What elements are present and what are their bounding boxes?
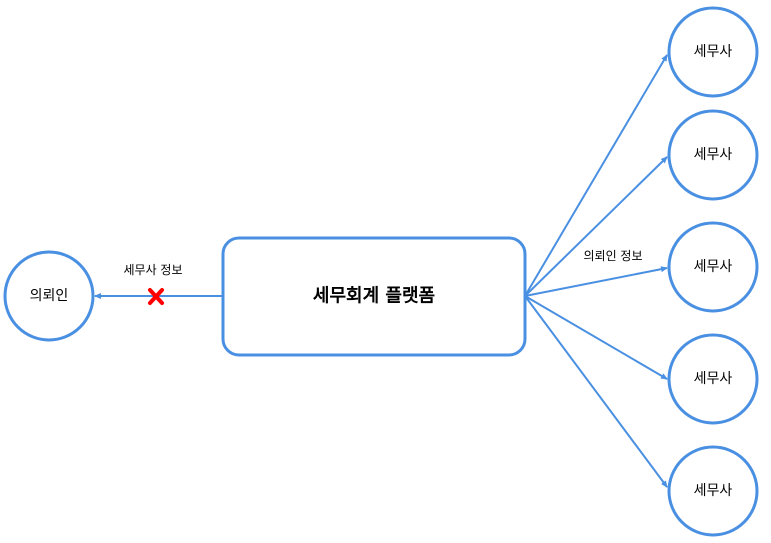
edge-platform-to-accountant-5 [524, 295, 668, 488]
accountant-label: 세무사 [694, 483, 733, 499]
edges-to-accountants [524, 54, 668, 488]
edge-platform-to-accountant-3 [524, 266, 668, 297]
accountant-node-2: 세무사 [667, 109, 759, 201]
accountant-label: 세무사 [694, 259, 733, 275]
edge-platform-to-accountant-2 [524, 156, 668, 297]
blocked-x-icon [148, 288, 164, 305]
platform-label: 세무회계 플랫폼 [313, 286, 435, 307]
accountant-label: 세무사 [694, 44, 733, 60]
accountant-label: 세무사 [694, 147, 733, 163]
edge-platform-to-accountant-4 [524, 295, 668, 380]
accountant-node-5: 세무사 [667, 445, 759, 537]
accountant-node-1: 세무사 [667, 6, 759, 98]
platform-node: 세무회계 플랫폼 [221, 236, 527, 357]
client-node: 의뢰인 [3, 250, 95, 342]
edge-platform-to-accountant-1 [524, 54, 668, 297]
accountant-node-3: 세무사 [667, 221, 759, 313]
edge-label-accountant-info: 세무사 정보 [123, 263, 182, 277]
accountant-node-4: 세무사 [667, 333, 759, 425]
edge-label-client-info: 의뢰인 정보 [583, 249, 642, 263]
accountant-label: 세무사 [694, 371, 733, 387]
client-label: 의뢰인 [30, 288, 69, 304]
